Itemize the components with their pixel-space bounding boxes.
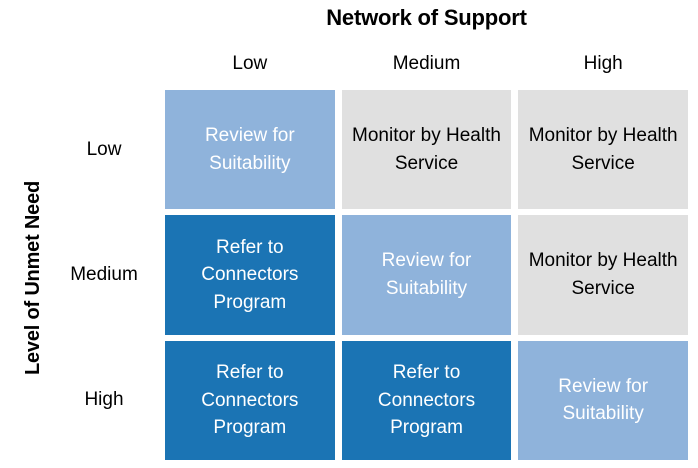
- matrix-cell-label: Refer to Connectors Program: [377, 362, 476, 439]
- matrix-cell-label: Monitor by Health Service: [528, 125, 678, 174]
- row-axis-title: Level of Unmet Need: [21, 180, 44, 376]
- matrix-cell-low-medium[interactable]: Monitor by Health Service: [341, 90, 512, 210]
- column-header-high: High: [583, 53, 623, 74]
- matrix-cell-medium-medium[interactable]: Review for Suitability: [341, 215, 512, 335]
- matrix-cell-low-high[interactable]: Monitor by Health Service: [518, 90, 688, 210]
- column-header-row: Low Medium High: [165, 44, 688, 84]
- matrix-cell-label: Monitor by Health Service: [352, 125, 501, 174]
- matrix-cell-label: Review for Suitability: [381, 250, 472, 299]
- row-header-high: High: [84, 389, 124, 411]
- matrix-grid: Review for Suitability Monitor by Health…: [165, 90, 688, 460]
- matrix-cell-label: Review for Suitability: [204, 125, 295, 174]
- matrix-cell-medium-high[interactable]: Monitor by Health Service: [518, 215, 688, 335]
- matrix-cell-label: Monitor by Health Service: [528, 250, 678, 299]
- matrix-cell-high-low[interactable]: Refer to Connectors Program: [165, 340, 335, 460]
- matrix-cell-medium-low[interactable]: Refer to Connectors Program: [165, 215, 335, 335]
- matrix-cell-high-medium[interactable]: Refer to Connectors Program: [341, 340, 512, 460]
- row-header-low: Low: [86, 138, 122, 160]
- matrix-cell-label: Refer to Connectors Program: [201, 362, 299, 439]
- matrix-cell-low-low[interactable]: Review for Suitability: [165, 90, 335, 210]
- matrix-cell-label: Review for Suitability: [558, 375, 649, 425]
- column-header-medium: Medium: [392, 53, 461, 74]
- matrix-cell-label: Refer to Connectors Program: [201, 236, 299, 313]
- column-header-low: Low: [232, 53, 268, 74]
- matrix-cell-high-high[interactable]: Review for Suitability: [518, 340, 688, 460]
- row-header-medium: Medium: [70, 263, 138, 285]
- column-axis-title: Network of Support: [326, 5, 527, 30]
- row-header-column: Low Medium High: [48, 90, 160, 460]
